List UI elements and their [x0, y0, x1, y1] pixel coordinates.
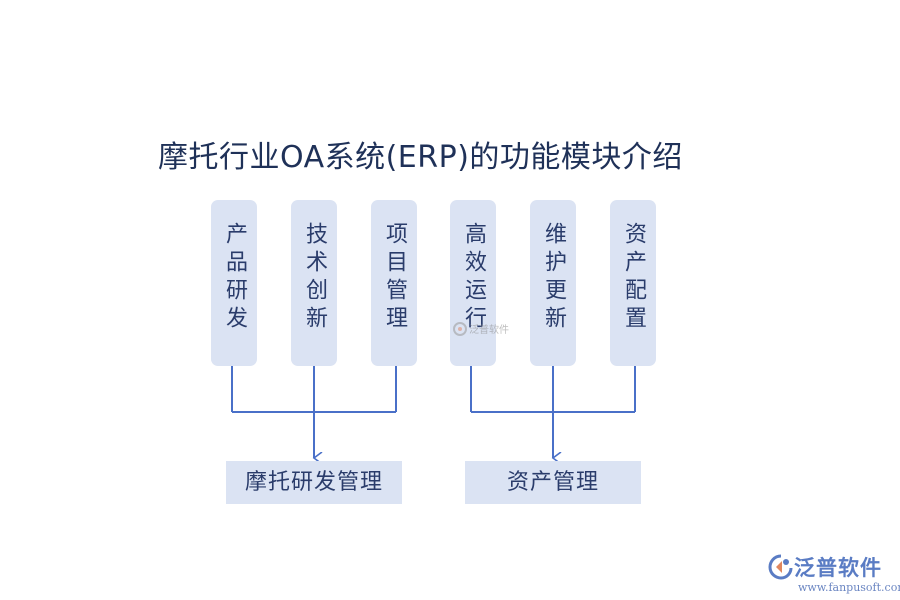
module-project-management: 项目管理 — [371, 200, 417, 366]
module-product-rd: 产品研发 — [211, 200, 257, 366]
watermark-text: 泛普软件 — [469, 325, 509, 336]
module-label: 项目管理 — [382, 222, 407, 334]
fanpu-watermark-icon — [453, 322, 467, 336]
module-label: 资产配置 — [621, 222, 646, 334]
group-label: 摩托研发管理 — [244, 470, 383, 495]
module-label: 技术创新 — [302, 222, 327, 334]
module-tech-innovation: 技术创新 — [291, 200, 337, 366]
logo-url: www.fanpusoft.com — [798, 581, 900, 594]
module-label: 维护更新 — [541, 222, 566, 334]
diagram-title: 摩托行业OA系统(ERP)的功能模块介绍 — [158, 140, 683, 175]
brand-logo: 泛普软件 www.fanpusoft.com — [768, 551, 900, 599]
group-label: 资产管理 — [506, 470, 599, 495]
logo-text: 泛普软件 — [794, 556, 882, 580]
module-maintenance-update: 维护更新 — [530, 200, 576, 366]
module-efficient-operation: 高效运行 — [450, 200, 496, 366]
watermark: 泛普软件 — [452, 320, 514, 342]
fanpu-logo-icon — [768, 554, 793, 580]
module-asset-allocation: 资产配置 — [610, 200, 656, 366]
group-motorcycle-rd-management: 摩托研发管理 — [226, 461, 402, 504]
module-label: 高效运行 — [461, 222, 486, 334]
group-asset-management: 资产管理 — [465, 461, 641, 504]
module-label: 产品研发 — [222, 222, 247, 334]
